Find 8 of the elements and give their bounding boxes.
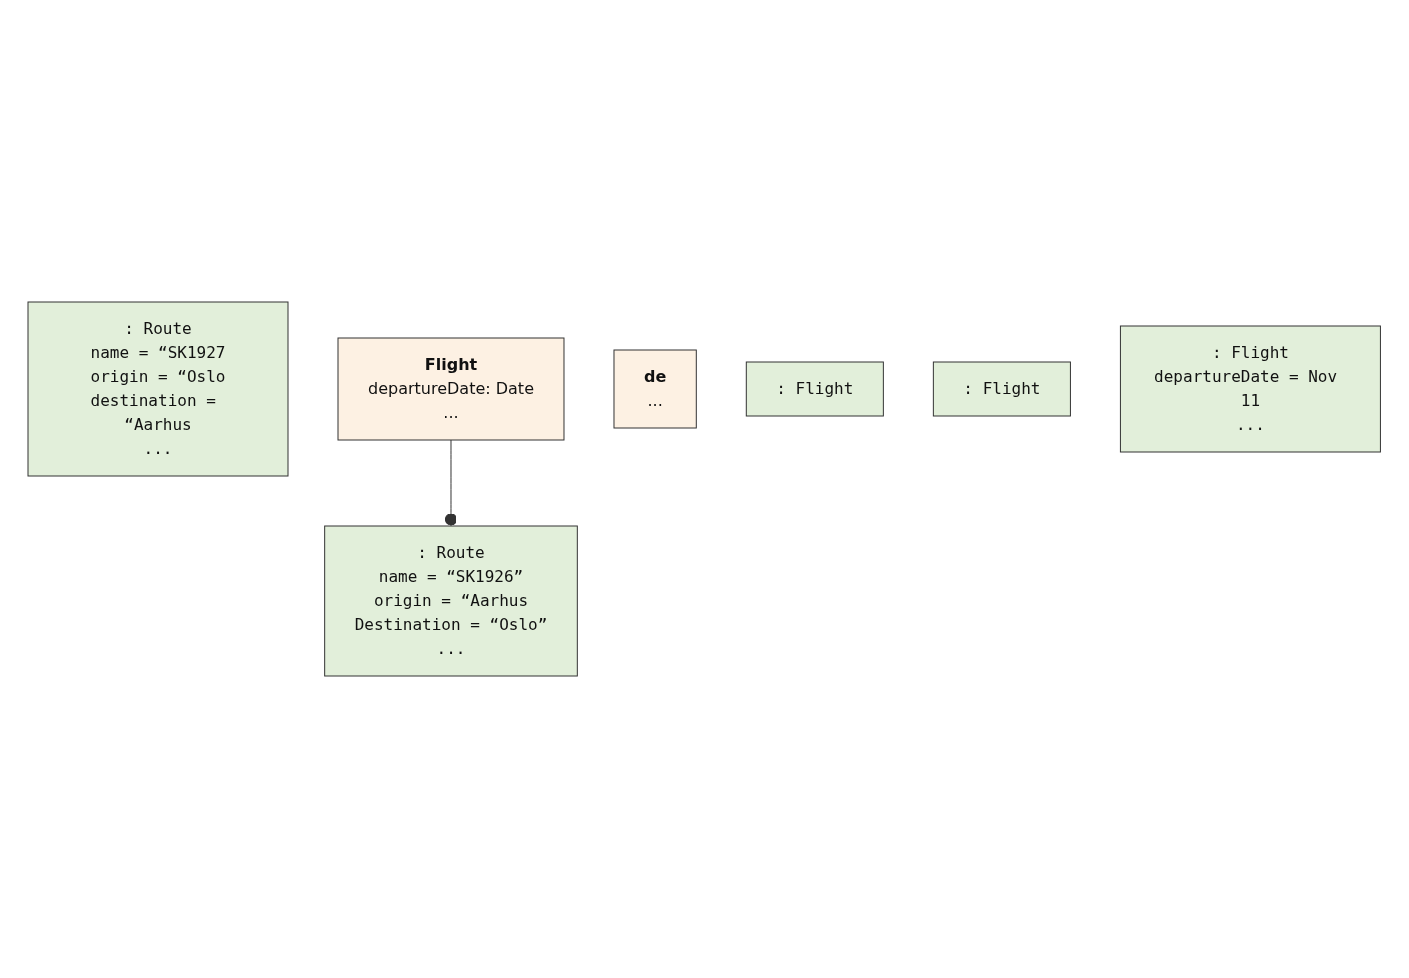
node-box: : Route name = “SK1926” origin = “Aarhus Destination = “Oslo” ...	[324, 525, 579, 677]
connector	[445, 439, 458, 527]
node-box: : Flight	[933, 361, 1072, 417]
node-box: : Flight	[746, 361, 885, 417]
node-box: de ...	[613, 349, 698, 429]
node-box: : Flight departureDate = Nov 11 ...	[1120, 325, 1382, 453]
node-box: Flight departureDate: Date ...	[337, 337, 565, 441]
node-box: : Route name = “SK1927 origin = “Oslo destination = “Aarhus ...	[27, 301, 289, 477]
